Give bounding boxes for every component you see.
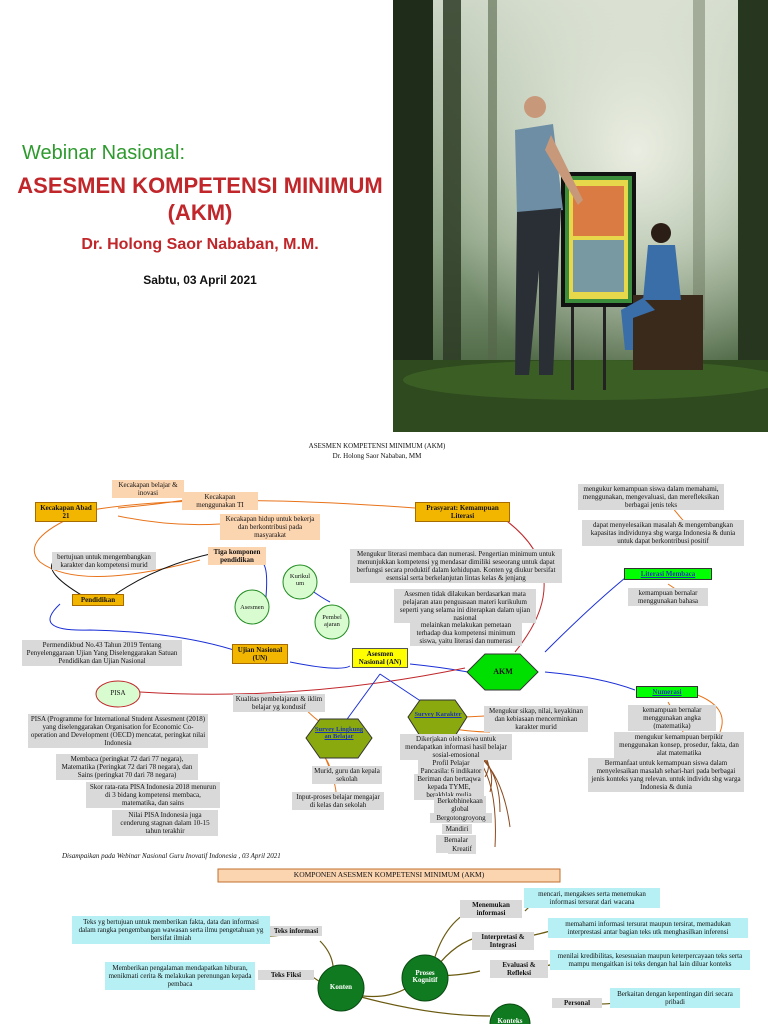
personal-node: Personal [552,998,602,1008]
berkebhinekaan-box: Berkebhinekaan global [434,796,486,814]
kecakapan-abad21-node: Kecakapan Abad 21 [35,502,97,522]
menilai-box: menilai kredibilitas, kesesuaian maupun … [550,950,750,970]
slide-author: Dr. Holong Saor Nababan, M.M. [81,236,319,253]
forest-teaching-photo [393,0,768,432]
asesmen-nasional-node: Asesmen Nasional (AN) [352,648,408,668]
konteks-node [489,1003,531,1024]
mind-map-connectors [33,483,723,848]
title-slide: Webinar Nasional: ASESMEN KOMPETENSI MIN… [0,0,768,432]
pisa-skor-box: Skor rata-rata PISA Indonesia 2018 menur… [86,782,220,808]
input-proses-box: Input-proses belajar mengajar di kelas d… [292,792,384,810]
evaluasi-node: Evaluasi & Refleksi [490,960,548,978]
asesmen-tidak-box: Asesmen tidak dilakukan berdasarkan mata… [394,589,536,623]
kecakapan-ti-box: Kecakapan menggunakan TI [182,492,258,510]
interpretasi-node: Interpretasi & Integrasi [472,932,534,950]
profil-pelajar-box: Profil Pelajar Pancasila: 6 indikator [418,758,484,776]
ujian-nasional-node: Ujian Nasional (UN) [232,644,288,664]
mengukur-literasi-box: Mengukur literasi membaca dan numerasi. … [350,549,562,583]
pisa-nilai-box: Nilai PISA Indonesia juga cenderung stag… [112,810,218,836]
bertujuan-box: bertujuan untuk mengembangkan karakter d… [52,552,156,570]
kualitas-box: Kualitas pembelajaran & iklim belajar yg… [233,694,325,712]
proses-kognitif-label: Proses Kognitif [412,969,438,984]
gotong-royong-box: Bergotongroyong [430,813,492,823]
dikerjakan-box: Dikerjakan oleh siswa untuk mendapatkan … [400,734,512,760]
mandiri-box: Mandiri [442,824,472,834]
numerasi-node: Numerasi [636,686,698,698]
kecakapan-belajar-box: Kecakapan belajar & inovasi [112,480,184,498]
akm-mind-map: ASESMEN KOMPETENSI MINIMUM (AKM) Dr. Hol… [0,432,768,866]
map1-header-title: ASESMEN KOMPETENSI MINIMUM (AKM) [308,442,446,450]
komponen-akm-map: KOMPONEN ASESMEN KOMPETENSI MINIMUM (AKM… [0,866,768,1025]
mengukur-kemampuan-siswa-box: mengukur kemampuan siswa dalam memahami,… [578,484,724,510]
menemukan-informasi-node: Menemukan informasi [460,900,522,918]
map2-header: KOMPONEN ASESMEN KOMPETENSI MINIMUM (AKM… [293,870,485,879]
konten-node [317,964,365,1012]
kecakapan-hidup-box: Kecakapan hidup untuk bekerja dan berkon… [220,514,320,540]
kreatif-box: Kreatif [448,844,476,854]
asesmen-label: Asesmen [240,604,264,611]
map1-header-author: Dr. Holong Saor Nababan, MM [332,452,422,460]
pisa-node [95,680,141,708]
pisa-label: PISA [110,689,126,697]
literasi-membaca-node: Literasi Membaca [624,568,712,580]
bermanfaat-box: Bermanfaat untuk kemampuan siswa dalam m… [588,758,744,792]
kurikulum-label: Kurikul um [289,573,311,587]
survey-karakter-hex [407,699,468,737]
teks-informasi-node: Teks informasi [270,926,322,936]
berkaitan-box: Berkaitan dengan kepentingan diri secara… [610,988,740,1008]
pendidikan-node: Pendidikan [72,594,124,606]
dapat-menyelesaikan-box: dapat menyelesaikan masalah & mengembang… [582,520,744,546]
map1-footer: Disampaikan pada Webinar Nasional Guru I… [62,852,281,860]
mencari-box: mencari, mengakses serta menemukan infor… [524,888,660,908]
memahami-informasi-box: memahami informasi tersurat maupun tersi… [548,918,748,938]
map2-header-bg [217,868,561,883]
teks-fakta-box: Teks yg bertujuan untuk memberikan fakta… [72,916,270,944]
konteks-label: Konteks [497,1017,523,1025]
pisa-desc-box: PISA (Programme for International Studen… [28,714,208,748]
tiga-komponen-box: Tiga komponen pendidikan [208,547,266,565]
murid-guru-box: Murid, guru dan kepala sekolah [312,766,382,784]
kurikulum-node [282,564,318,600]
survey-karakter-label: Survey Karakter [414,711,462,718]
proses-kognitif-node [401,954,449,1002]
akm-hex [466,653,539,691]
slide-title: ASESMEN KOMPETENSI MINIMUM (AKM) [17,173,383,225]
slide-date: Sabtu, 03 April 2021 [143,273,257,287]
kemampuan-bernalar-bahasa-box: kemampuan bernalar menggunakan bahasa [628,588,708,606]
beriman-box: Beriman dan bertaqwa kepada TYME, berakh… [414,774,484,800]
webinar-subtitle: Webinar Nasional: [22,142,186,164]
mengukur-konsep-box: mengukur kemampuan berpikir menggunakan … [614,732,744,758]
pisa-rank-box: Membaca (peringkat 72 dari 77 negara), M… [56,754,198,780]
pembelajaran-label: Pembel ajaran [322,614,342,628]
memberikan-hiburan-box: Memberikan pengalaman mendapatkan hibura… [105,962,255,990]
kemampuan-angka-box: kemampuan bernalar menggunakan angka (ma… [628,705,716,731]
permendikbud-box: Permendikbud No.43 Tahun 2019 Tentang Pe… [22,640,182,666]
konten-label: Konten [329,983,353,991]
melainkan-box: melainkan melakukan pemetaan terhadap du… [410,620,522,646]
akm-label: AKM [493,667,513,676]
mengukur-sikap-box: Mengukur sikap, nilai, keyakinan dan keb… [484,706,588,732]
survey-lingkungan-label: Survey Lingkung an Belajar [314,726,364,740]
asesmen-node [234,589,270,625]
teks-fiksi-node: Teks Fiksi [258,970,314,980]
prasyarat-node: Prasyarat: Kemampuan Literasi [415,502,510,522]
survey-lingkungan-hex [305,718,373,759]
pembelajaran-node [314,604,350,640]
